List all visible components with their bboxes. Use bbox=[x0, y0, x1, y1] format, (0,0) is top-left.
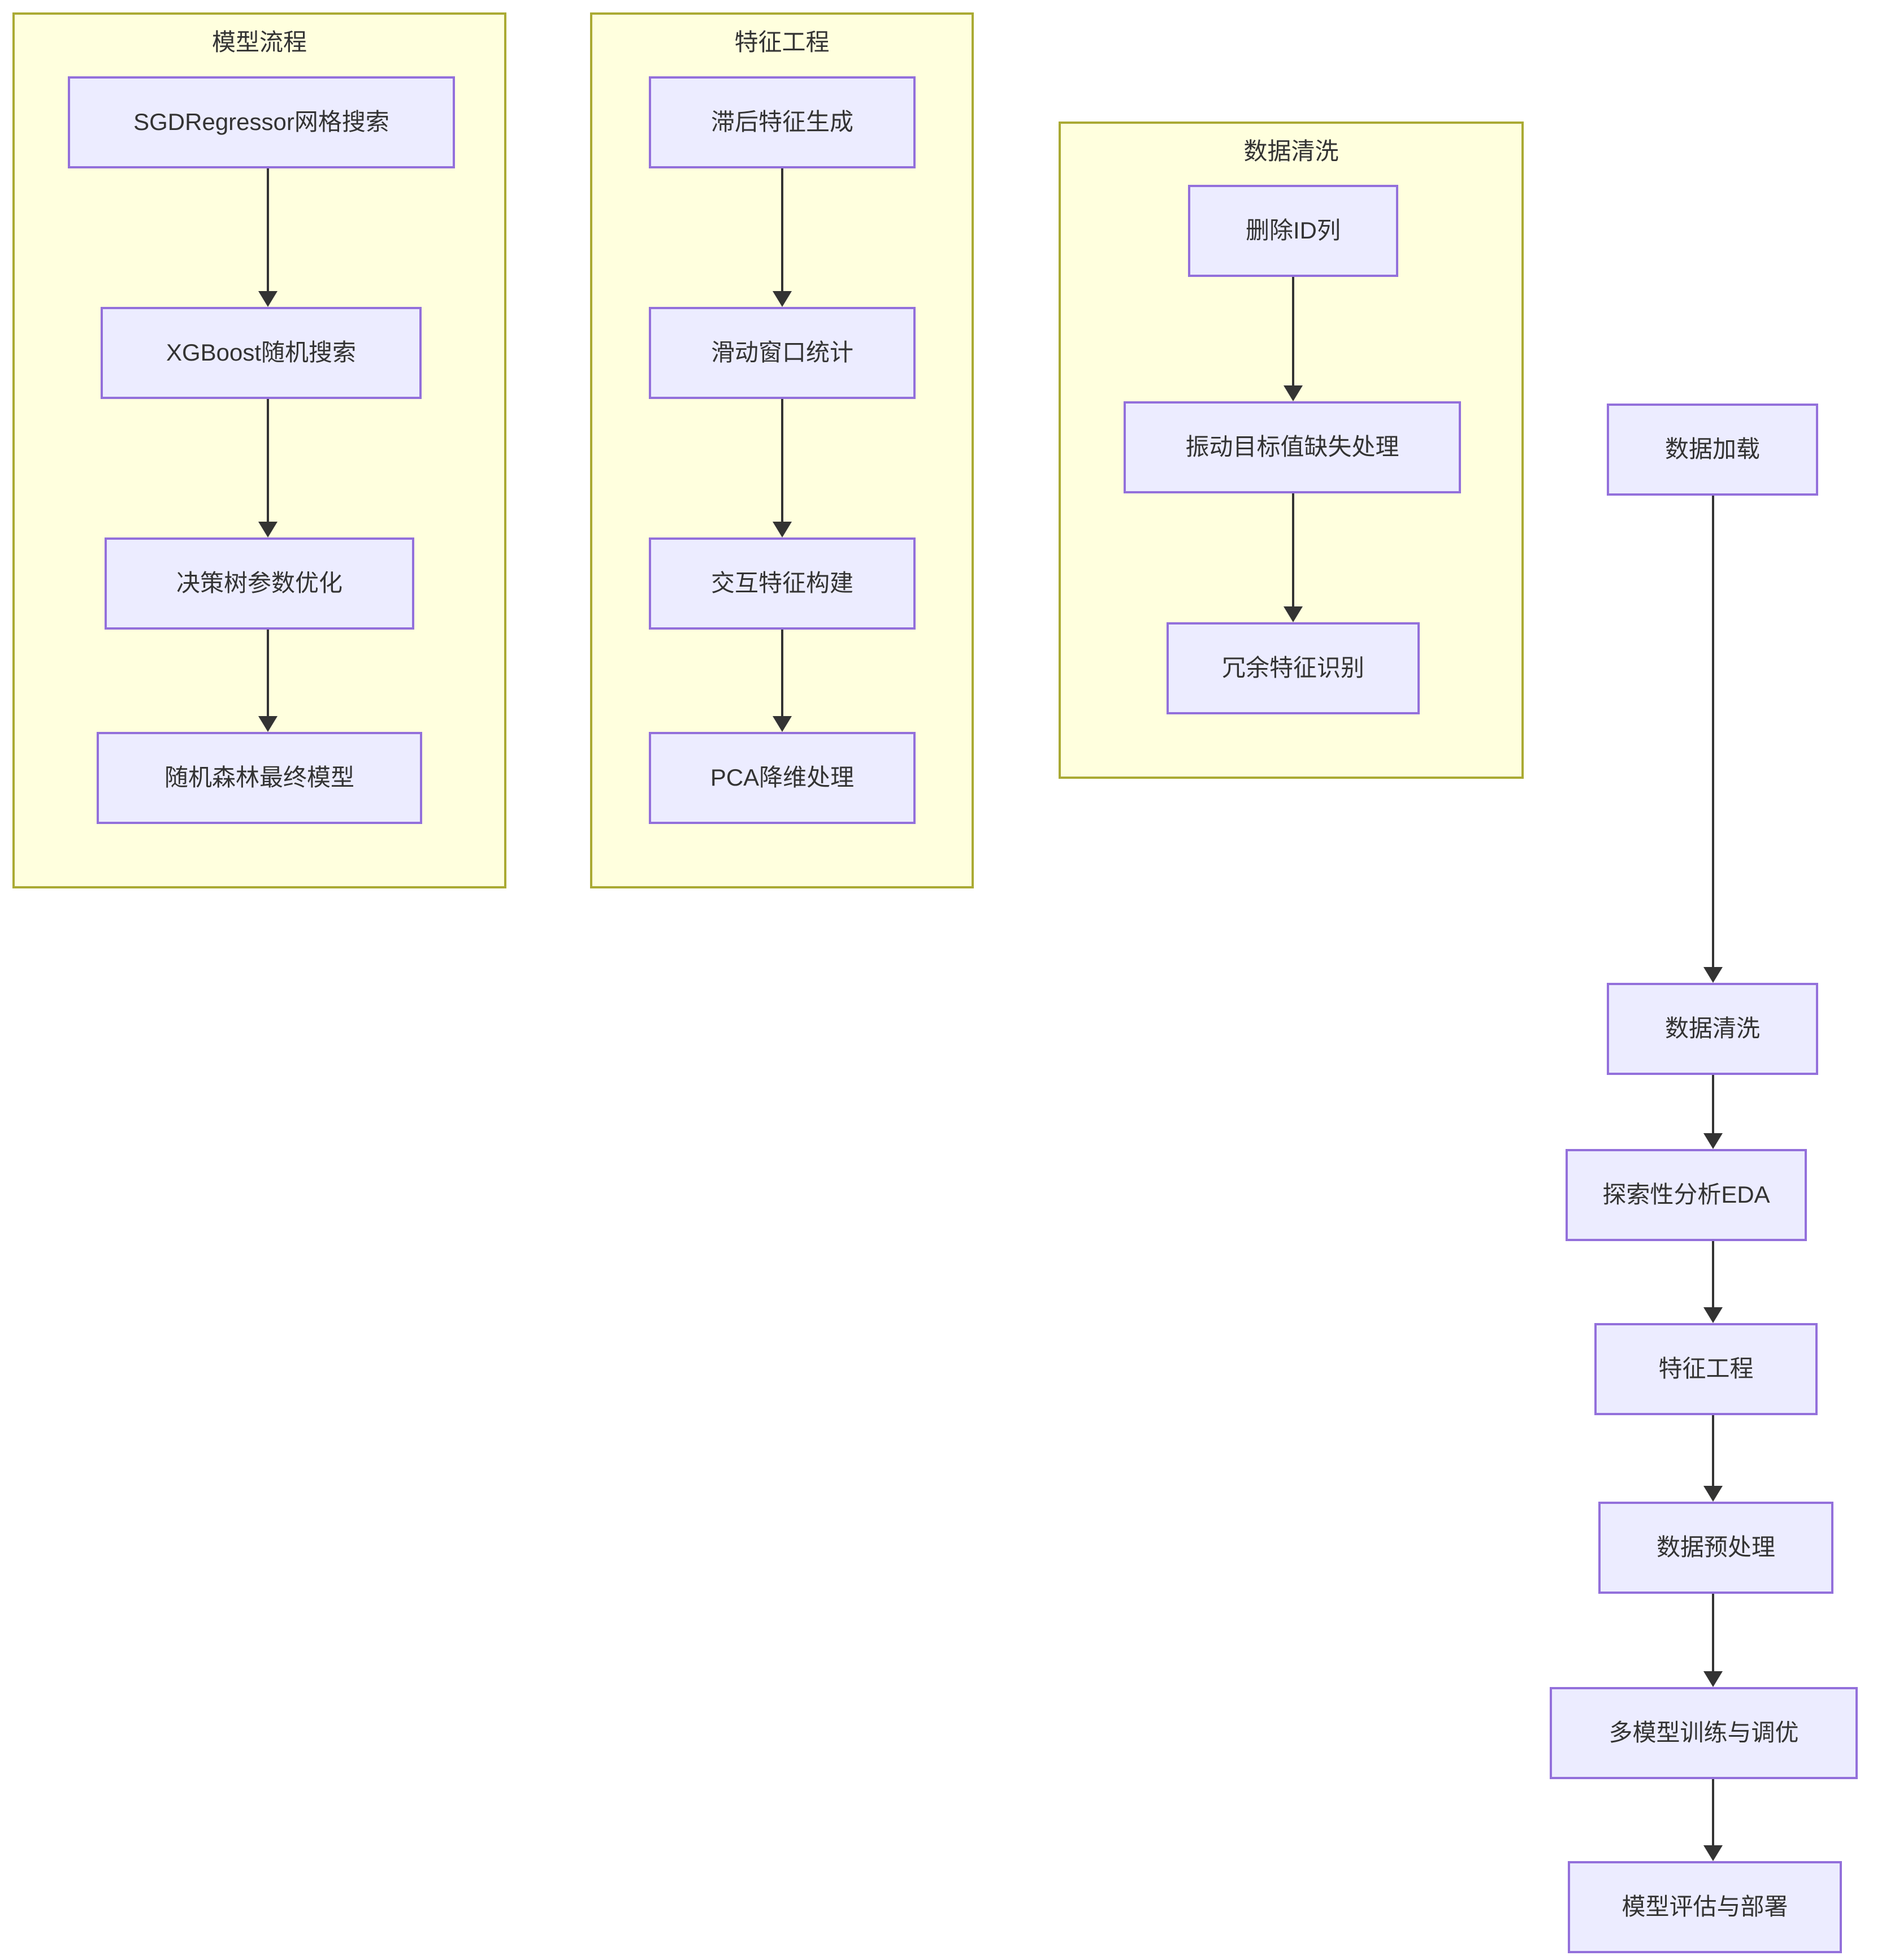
node-label: XGBoost随机搜索 bbox=[166, 339, 357, 366]
node-label: 振动目标值缺失处理 bbox=[1185, 433, 1399, 461]
node-label: 随机森林最终模型 bbox=[164, 764, 354, 791]
node-multi-model-training[interactable]: 多模型训练与调优 bbox=[1550, 1687, 1858, 1779]
node-label: 多模型训练与调优 bbox=[1608, 1719, 1799, 1746]
node-label: 交互特征构建 bbox=[710, 570, 853, 597]
node-random-forest-final[interactable]: 随机森林最终模型 bbox=[97, 732, 422, 824]
edge-feature-to-preprocessing bbox=[1703, 1415, 1723, 1502]
cluster-title-data-cleaning: 数据清洗 bbox=[1243, 138, 1339, 164]
node-rolling-window-stats[interactable]: 滑动窗口统计 bbox=[649, 307, 916, 399]
node-label: 冗余特征识别 bbox=[1221, 654, 1364, 682]
node-label: 删除ID列 bbox=[1245, 217, 1341, 244]
node-vibration-missing-handling[interactable]: 振动目标值缺失处理 bbox=[1124, 401, 1461, 493]
node-label: 数据加载 bbox=[1664, 436, 1760, 463]
node-label: 探索性分析EDA bbox=[1602, 1181, 1770, 1208]
node-label: 数据预处理 bbox=[1656, 1534, 1775, 1561]
node-interaction-features[interactable]: 交互特征构建 bbox=[649, 537, 916, 630]
node-label: 决策树参数优化 bbox=[176, 570, 342, 597]
node-sgd-grid-search[interactable]: SGDRegressor网格搜索 bbox=[68, 76, 455, 168]
node-label: 模型评估与部署 bbox=[1621, 1893, 1788, 1920]
node-data-preprocessing[interactable]: 数据预处理 bbox=[1598, 1502, 1833, 1594]
edge-training-to-eval bbox=[1703, 1779, 1723, 1861]
node-data-loading[interactable]: 数据加载 bbox=[1607, 404, 1818, 496]
node-model-eval-deploy[interactable]: 模型评估与部署 bbox=[1568, 1861, 1842, 1953]
node-xgboost-random-search[interactable]: XGBoost随机搜索 bbox=[101, 307, 422, 399]
node-eda[interactable]: 探索性分析EDA bbox=[1566, 1149, 1807, 1241]
node-lag-feature-generation[interactable]: 滞后特征生成 bbox=[649, 76, 916, 168]
node-label: 数据清洗 bbox=[1664, 1015, 1760, 1042]
edge-cleaning-to-eda bbox=[1703, 1075, 1723, 1149]
cluster-title-feature-engineering: 特征工程 bbox=[734, 29, 830, 55]
edge-eda-to-feature-engineering bbox=[1703, 1241, 1723, 1323]
node-feature-engineering-step[interactable]: 特征工程 bbox=[1594, 1323, 1818, 1415]
node-label: 滑动窗口统计 bbox=[710, 339, 853, 366]
edge-preprocessing-to-training bbox=[1703, 1594, 1723, 1687]
node-pca-reduction[interactable]: PCA降维处理 bbox=[649, 732, 916, 824]
node-label: 特征工程 bbox=[1658, 1355, 1754, 1382]
node-label: PCA降维处理 bbox=[710, 764, 855, 791]
node-decision-tree-tuning[interactable]: 决策树参数优化 bbox=[105, 537, 414, 630]
node-data-cleaning-step[interactable]: 数据清洗 bbox=[1607, 983, 1818, 1075]
cluster-title-model-pipeline: 模型流程 bbox=[211, 29, 307, 55]
node-label: SGDRegressor网格搜索 bbox=[133, 109, 389, 136]
node-redundant-feature-detect[interactable]: 冗余特征识别 bbox=[1167, 622, 1420, 714]
node-drop-id-column[interactable]: 删除ID列 bbox=[1188, 185, 1398, 277]
edge-loading-to-cleaning bbox=[1703, 496, 1723, 983]
node-label: 滞后特征生成 bbox=[710, 109, 853, 136]
